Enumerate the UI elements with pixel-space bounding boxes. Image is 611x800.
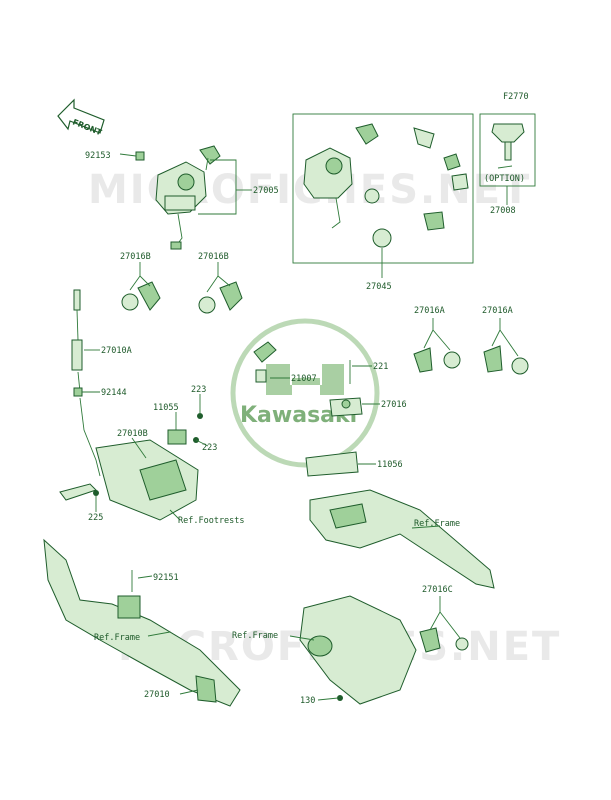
- label-ref-frame-2: Ref.Frame: [94, 633, 140, 643]
- label-27016C: 27016C: [422, 585, 453, 595]
- front-arrow-icon: FRONT: [57, 98, 105, 138]
- label-11055: 11055: [153, 403, 179, 413]
- lower-frame-left-part: [43, 538, 241, 707]
- label-27016A-1: 27016A: [414, 306, 445, 316]
- lock-27016B-right: [198, 281, 243, 314]
- lock-27016A-right: [483, 345, 529, 375]
- label-27016B-1: 27016B: [120, 252, 151, 262]
- label-225: 225: [88, 513, 103, 523]
- seat-lock-cable-part: [71, 289, 101, 477]
- label-ref-frame-3: Ref.Frame: [232, 631, 278, 641]
- label-92144: 92144: [101, 388, 127, 398]
- label-223-1: 223: [191, 385, 206, 395]
- label-130: 130: [300, 696, 315, 706]
- leader-lines: [82, 153, 519, 701]
- label-ref-footrests: Ref.Footrests: [178, 516, 245, 526]
- label-27016A-2: 27016A: [482, 306, 513, 316]
- option-label: (OPTION): [484, 174, 525, 184]
- key-blank-part: [491, 123, 525, 169]
- label-27010B: 27010B: [117, 429, 148, 439]
- lock-27016B-left: [121, 281, 161, 311]
- seat-lock-center-part: [253, 341, 363, 477]
- label-223-2: 223: [202, 443, 217, 453]
- rear-frame-right-part: [309, 489, 495, 589]
- label-27010A: 27010A: [101, 346, 132, 356]
- label-11056: 11056: [377, 460, 403, 470]
- label-27045: 27045: [366, 282, 392, 292]
- label-92151: 92151: [153, 573, 179, 583]
- option-kit-box: [292, 113, 474, 264]
- lower-frame-right-part: [299, 595, 469, 705]
- label-27010: 27010: [144, 690, 170, 700]
- lock-27016A-left: [413, 347, 461, 373]
- figure-code: F2770: [503, 92, 529, 102]
- label-27005: 27005: [253, 186, 279, 196]
- seat-lock-bracket-part: [59, 413, 203, 521]
- label-92153: 92153: [85, 151, 111, 161]
- label-ref-frame-1: Ref.Frame: [414, 519, 460, 529]
- kawasaki-logo: Kawasaki: [230, 318, 380, 468]
- label-21007: 21007: [291, 374, 317, 384]
- option-ignition-part: [303, 123, 469, 248]
- label-27008: 27008: [490, 206, 516, 216]
- key-box: [479, 113, 536, 187]
- ignition-switch-part: [135, 145, 221, 250]
- label-27016: 27016: [381, 400, 407, 410]
- label-27016B-2: 27016B: [198, 252, 229, 262]
- label-221: 221: [373, 362, 388, 372]
